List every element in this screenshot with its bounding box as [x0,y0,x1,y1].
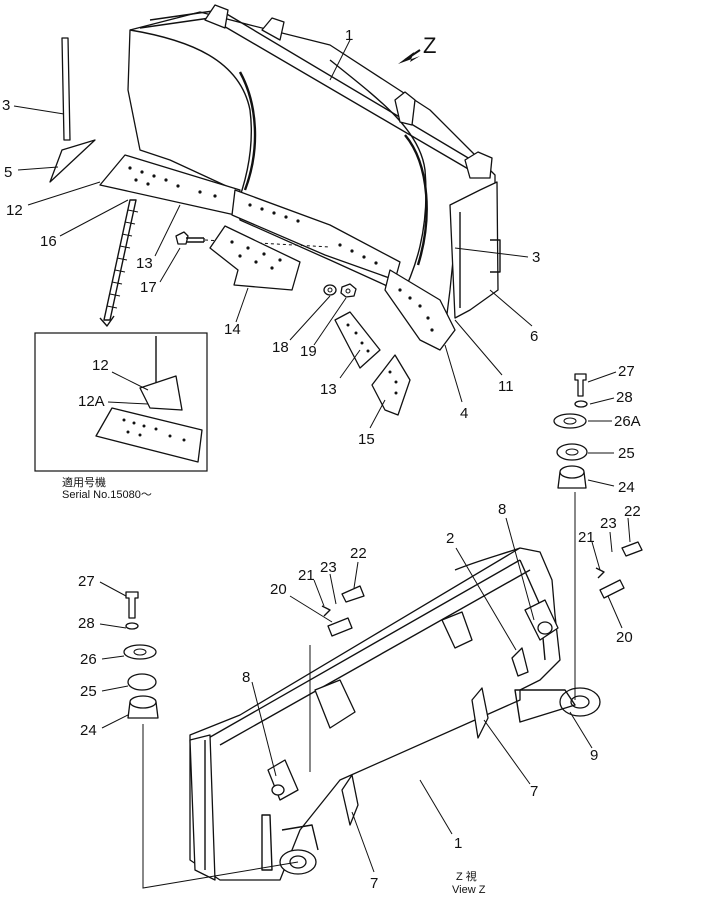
callout-20-left: 20 [270,581,287,598]
callout-15: 15 [358,431,375,448]
view-caption-japanese: Z 視 [456,869,477,883]
blade-assembly [99,4,501,351]
callout-21-right: 21 [578,529,595,546]
inset-callout-12A: 12A [78,393,105,410]
callout-13-bottom: 13 [320,381,337,398]
callout-3-right: 3 [532,249,540,266]
serial-note: Serial No.15080～ [62,489,152,501]
callout-24-right: 24 [618,479,635,496]
callout-26: 26 [80,651,97,668]
bolt-holes [128,166,434,332]
callout-7-right: 7 [530,783,538,800]
callout-22-left: 22 [350,545,367,562]
callout-25-left: 25 [80,683,97,700]
callout-24-left: 24 [80,722,97,739]
view-caption: Z 視 View Z [452,869,486,896]
callout-19: 19 [300,343,317,360]
detached-parts-upper [49,37,411,416]
inset-detail: 12 12A 適用号機 Serial No.15080～ [34,332,208,501]
callout-18: 18 [272,339,289,356]
callout-8-left: 8 [242,669,250,686]
callouts-upper: 1 3 3 5 12 16 13 17 14 18 19 13 15 4 11 … [2,27,540,448]
callout-1-top: 1 [345,27,353,44]
callout-16: 16 [40,233,57,250]
callout-1-bottom: 1 [454,835,462,852]
frame-assembly [189,547,601,881]
callout-11: 11 [498,378,514,395]
callout-5: 5 [4,164,12,181]
callout-9: 9 [590,747,598,764]
callouts-lower: 27 28 26A 25 24 27 28 26 25 24 2 8 21 23… [78,363,641,892]
callout-26A: 26A [614,413,641,430]
callout-28-left: 28 [78,615,95,632]
callout-23-left: 23 [320,559,337,576]
view-caption-english: View Z [452,884,486,896]
callout-2: 2 [446,530,454,547]
view-z-label: Z [423,33,436,58]
callout-8-right: 8 [498,501,506,518]
hardware-left [123,585,365,889]
view-z-arrow: Z [398,33,436,64]
inset-callout-12: 12 [92,357,109,374]
callout-25-right: 25 [618,445,635,462]
callout-27-left: 27 [78,573,95,590]
callout-28-right: 28 [616,389,633,406]
callout-13-top: 13 [136,255,153,272]
callout-12: 12 [6,202,23,219]
callout-6: 6 [530,328,538,345]
callout-20-right: 20 [616,629,633,646]
hardware-right [553,373,643,700]
callout-4: 4 [460,405,468,422]
callout-23-right: 23 [600,515,617,532]
serial-note-japanese: 適用号機 [62,475,106,489]
callout-22-right: 22 [624,503,641,520]
callout-21-left: 21 [298,567,315,584]
callout-17: 17 [140,279,157,296]
callout-3-left: 3 [2,97,10,114]
callout-14: 14 [224,321,241,338]
callout-27-right: 27 [618,363,635,380]
callout-7-left: 7 [370,875,378,892]
